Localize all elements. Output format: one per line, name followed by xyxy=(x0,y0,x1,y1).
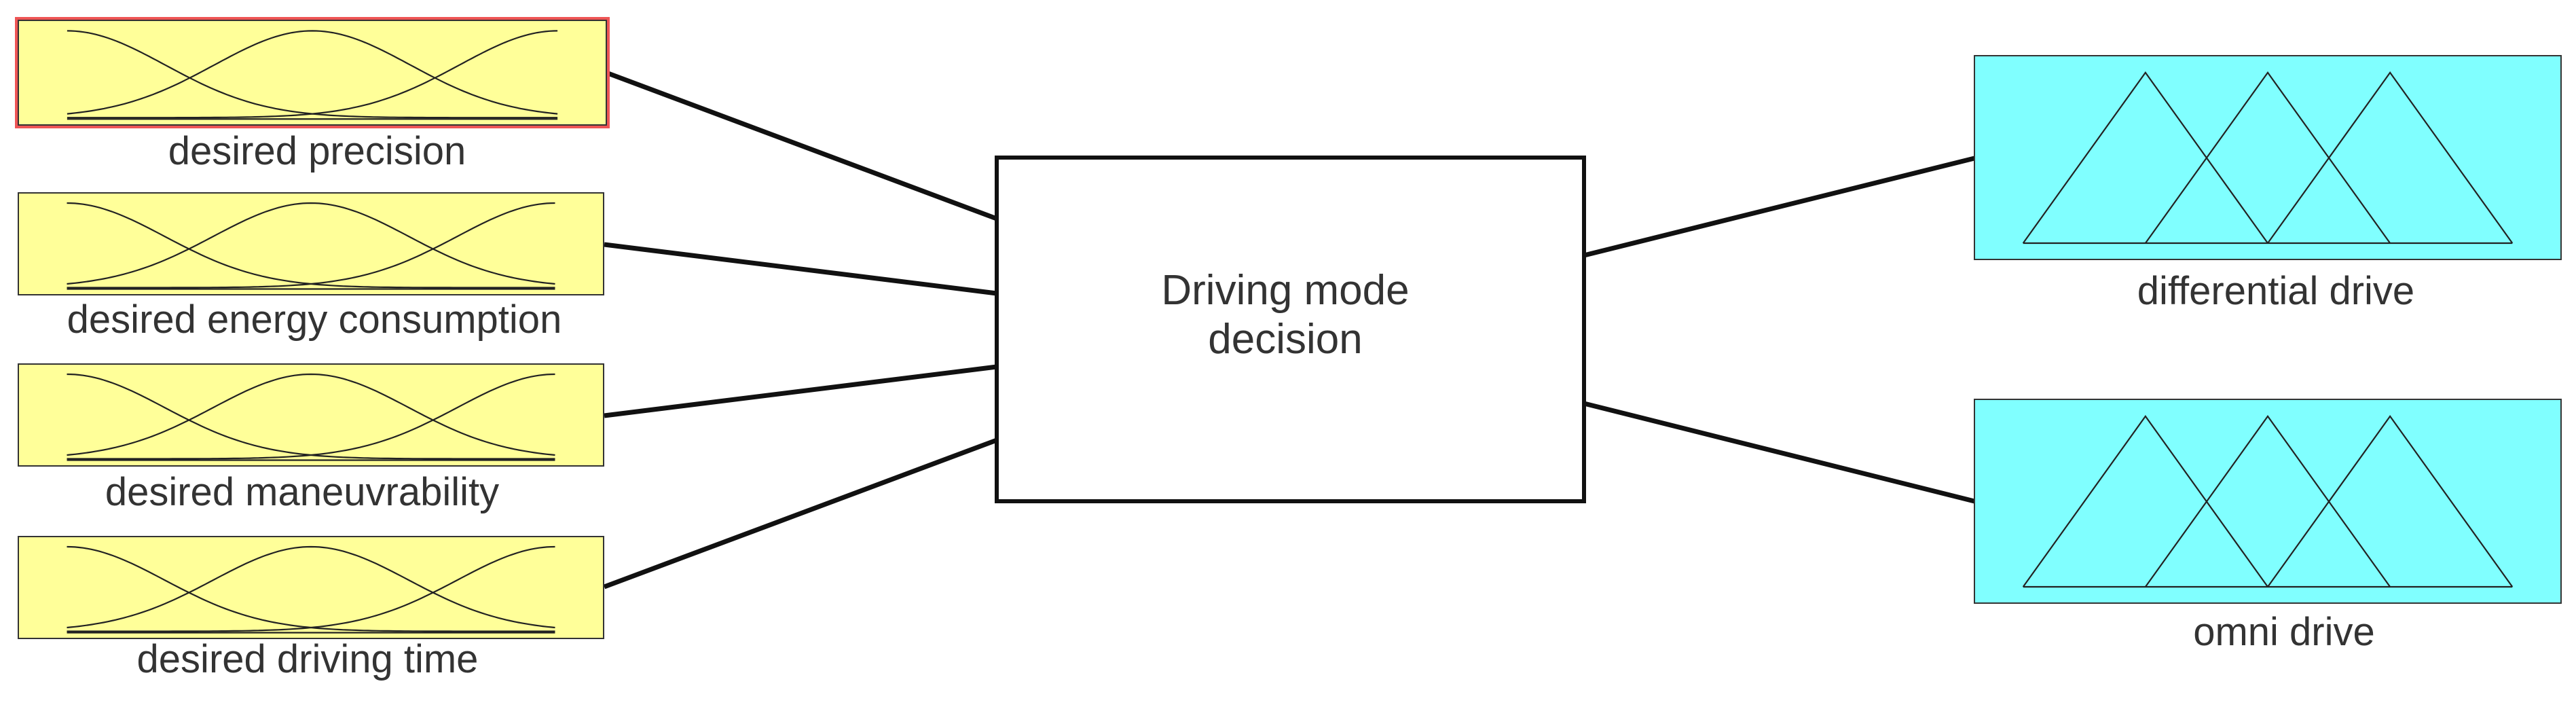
gaussian-mf-curves xyxy=(67,30,558,120)
triangular-mf-curves xyxy=(2022,415,2514,588)
input-label: desired driving time xyxy=(137,637,479,681)
input-block-4[interactable]: desired driving time xyxy=(18,536,604,681)
output-block-1[interactable]: differential drive xyxy=(1974,55,2562,313)
triangular-mf-3 xyxy=(2267,415,2514,588)
input-block-2[interactable]: desired energy consumption xyxy=(18,192,604,342)
connections xyxy=(603,70,1975,590)
gaussian-mf-2 xyxy=(67,373,555,456)
triangular-mf-1 xyxy=(2022,71,2268,244)
wire-input-3 xyxy=(604,364,997,418)
gaussian-mf-3 xyxy=(67,545,555,632)
triangular-mf-1 xyxy=(2022,415,2268,588)
input-mf-box[interactable] xyxy=(18,20,607,126)
triangular-mf-2 xyxy=(2144,415,2391,588)
input-mf-box[interactable] xyxy=(18,363,604,467)
triangular-mf-2 xyxy=(2144,71,2391,244)
rule-block-label-line1: Driving mode xyxy=(1161,267,1409,314)
input-label: desired maneuvrability xyxy=(105,470,499,514)
gaussian-mf-curves xyxy=(67,545,555,634)
gaussian-mf-2 xyxy=(67,30,558,115)
gaussian-mf-2 xyxy=(67,202,555,285)
wire-input-4 xyxy=(603,437,998,590)
wire-output-1 xyxy=(1583,156,1975,258)
wire-input-1 xyxy=(605,70,998,221)
gaussian-mf-2 xyxy=(67,545,555,629)
input-block-1[interactable]: desired precision xyxy=(15,17,610,173)
gaussian-mf-3 xyxy=(67,30,558,119)
triangular-mf-curves xyxy=(2022,71,2514,245)
input-block-3[interactable]: desired maneuvrability xyxy=(18,363,604,514)
wire-output-2 xyxy=(1583,401,1975,504)
output-label: omni drive xyxy=(2193,610,2375,654)
gaussian-mf-curves xyxy=(67,373,555,461)
output-label: differential drive xyxy=(2137,269,2414,313)
input-mf-box[interactable] xyxy=(18,192,604,295)
output-mf-box[interactable] xyxy=(1974,55,2562,260)
wire-input-2 xyxy=(604,242,997,296)
gaussian-mf-3 xyxy=(67,373,555,460)
gaussian-mf-3 xyxy=(67,202,555,289)
output-mf-box[interactable] xyxy=(1974,399,2562,604)
input-mf-box[interactable] xyxy=(18,536,604,639)
input-label: desired precision xyxy=(168,129,466,173)
input-label: desired energy consumption xyxy=(67,297,562,342)
rule-block[interactable]: Driving mode decision xyxy=(995,156,1586,503)
rule-block-box[interactable] xyxy=(995,156,1586,503)
triangular-mf-3 xyxy=(2267,71,2514,244)
output-block-2[interactable]: omni drive xyxy=(1974,399,2562,654)
gaussian-mf-curves xyxy=(67,202,555,290)
rule-block-label-line2: decision xyxy=(1208,316,1362,363)
